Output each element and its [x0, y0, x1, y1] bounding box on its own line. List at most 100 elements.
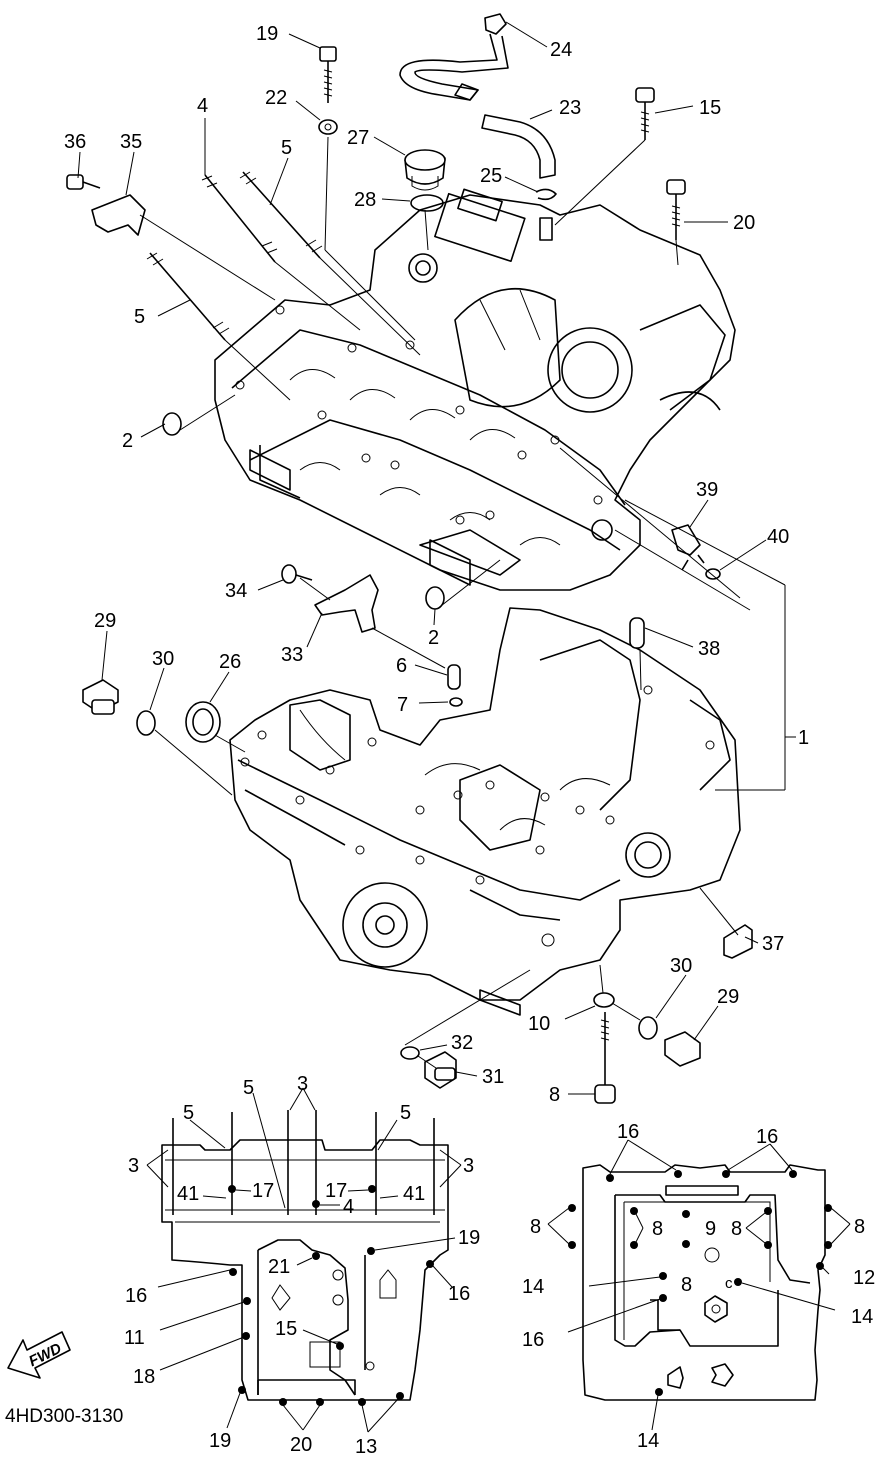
- bl-label-5b: 5: [243, 1077, 254, 1099]
- callout-23: 23: [559, 97, 581, 119]
- bl-label-19b: 19: [209, 1430, 231, 1452]
- bl-label-21: 21: [268, 1256, 290, 1278]
- lower-crankcase: [229, 607, 741, 1016]
- o-ring-30a: [136, 710, 156, 736]
- dowel-pin-2a: [162, 412, 182, 436]
- bolt-19: [319, 46, 337, 103]
- callout-15: 15: [699, 97, 721, 119]
- bl-label-11: 11: [124, 1327, 145, 1349]
- breather-hose-23: [481, 114, 556, 179]
- washer-10: [593, 992, 615, 1008]
- br-label-12: 12: [853, 1267, 875, 1289]
- callout-30a: 30: [152, 648, 174, 670]
- callout-34: 34: [225, 580, 247, 602]
- drain-plug-31: [424, 1051, 457, 1089]
- br-label-8d: 8: [854, 1216, 865, 1238]
- callout-leaders: [77, 21, 767, 1095]
- callout-4: 4: [197, 95, 208, 117]
- assembly-lines: [139, 136, 796, 1069]
- callout-2a: 2: [122, 430, 133, 452]
- callout-29b: 29: [717, 986, 739, 1008]
- br-label-14a: 14: [522, 1276, 544, 1298]
- sensor-39: [671, 524, 705, 571]
- callout-6: 6: [396, 655, 407, 677]
- callout-labels: 19 24 22 23 15 4 36 35 27 5 25 28 20 5 2…: [64, 23, 809, 1106]
- br-label-16a: 16: [617, 1121, 639, 1143]
- bolt-34: [281, 564, 313, 584]
- bolt-15: [635, 87, 655, 140]
- bl-label-13: 13: [355, 1436, 377, 1458]
- bl-label-5c: 5: [400, 1102, 411, 1124]
- bl-label-16b: 16: [448, 1283, 470, 1305]
- fwd-direction-arrow: FWD: [7, 1331, 71, 1379]
- callout-30b: 30: [670, 955, 692, 977]
- o-ring-32: [400, 1046, 420, 1060]
- br-label-16b: 16: [756, 1126, 778, 1148]
- callout-33: 33: [281, 644, 303, 666]
- callout-19: 19: [256, 23, 278, 45]
- callout-38: 38: [698, 638, 720, 660]
- bracket-37: [723, 924, 753, 959]
- bl-label-3c: 3: [463, 1155, 474, 1177]
- small-parts: [66, 13, 753, 1104]
- bl-label-3b: 3: [128, 1155, 139, 1177]
- screw-36: [66, 174, 101, 190]
- upper-crankcase: [214, 188, 736, 591]
- callout-31: 31: [482, 1066, 504, 1088]
- callout-29a: 29: [94, 610, 116, 632]
- o-ring-40: [705, 568, 721, 580]
- br-label-9: 9: [705, 1218, 716, 1240]
- callout-7: 7: [397, 694, 408, 716]
- callout-37: 37: [762, 933, 784, 955]
- callout-8: 8: [549, 1084, 560, 1106]
- bolt-20: [666, 179, 686, 240]
- bl-label-17a: 17: [252, 1180, 274, 1202]
- bl-label-3a: 3: [297, 1073, 308, 1095]
- bottom-left-view: 5 5 3 5 3 3 41 17 17 41 4 19 21 16 16 11…: [124, 1073, 480, 1458]
- bolt-8: [594, 1012, 616, 1104]
- callout-26: 26: [219, 651, 241, 673]
- callout-24: 24: [550, 39, 572, 61]
- dowel-6: [447, 664, 461, 690]
- oil-filler-cap-27: [404, 149, 446, 191]
- callout-32: 32: [451, 1032, 473, 1054]
- dowel-38: [629, 617, 645, 649]
- bl-label-5a: 5: [183, 1102, 194, 1124]
- callout-27: 27: [347, 127, 369, 149]
- bl-label-41b: 41: [403, 1183, 425, 1205]
- callout-35: 35: [120, 131, 142, 153]
- br-label-16c: 16: [522, 1329, 544, 1351]
- bl-label-15: 15: [275, 1318, 297, 1340]
- stud-bolt-4: [201, 174, 278, 263]
- bl-label-20: 20: [290, 1434, 312, 1456]
- bottom-right-view: 16 16 8 8 9 8 8 8 c 12 14 14 16 14: [522, 1121, 875, 1452]
- br-label-8e: 8: [681, 1274, 692, 1296]
- callout-5a: 5: [281, 137, 292, 159]
- bracket-35: [91, 194, 146, 236]
- clip-25: [535, 188, 557, 201]
- bl-label-19a: 19: [458, 1227, 480, 1249]
- br-label-8b: 8: [652, 1218, 663, 1240]
- washer-22: [318, 119, 338, 135]
- br-label-8c: 8: [731, 1218, 742, 1240]
- oil-seal-26: [185, 701, 221, 743]
- figure-code: 4HD300-3130: [5, 1406, 123, 1427]
- callout-28: 28: [354, 189, 376, 211]
- o-ring-7: [449, 697, 463, 707]
- breather-hose-24: [399, 13, 509, 101]
- bl-label-4: 4: [343, 1196, 354, 1218]
- callout-1: 1: [798, 727, 809, 749]
- bl-label-18: 18: [133, 1366, 155, 1388]
- callout-40: 40: [767, 526, 789, 548]
- callout-22: 22: [265, 87, 287, 109]
- drain-plug-29b: [664, 1031, 701, 1067]
- o-ring-28: [410, 194, 444, 212]
- callout-20: 20: [733, 212, 755, 234]
- stud-bolt-5b: [146, 252, 230, 341]
- plate-33: [314, 574, 379, 633]
- drain-plug-29a: [82, 679, 119, 715]
- bl-label-17b: 17: [325, 1180, 347, 1202]
- callout-25: 25: [480, 165, 502, 187]
- br-label-8a: 8: [530, 1216, 541, 1238]
